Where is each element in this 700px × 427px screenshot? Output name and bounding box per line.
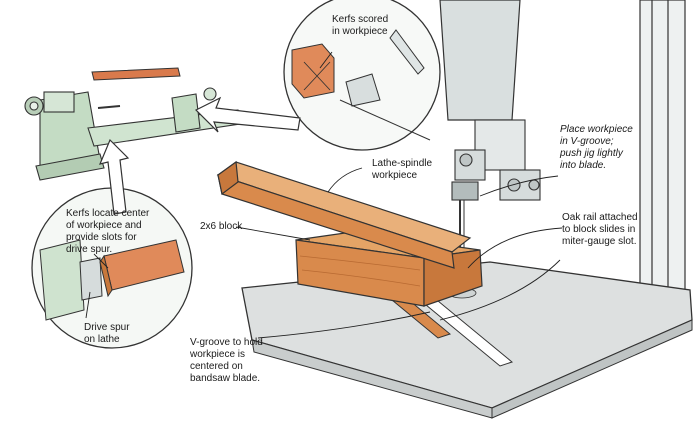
label-v-groove: V-groove to hold workpiece is centered o… <box>190 337 263 384</box>
spindle-workpiece <box>216 160 472 269</box>
label-2x6-block: 2x6 block <box>200 221 243 232</box>
label-drive-spur: Drive spur on lathe <box>84 322 130 345</box>
label-oak-rail: Oak rail attached to block slides in mit… <box>562 212 638 247</box>
bandsaw-frame <box>439 0 686 301</box>
leader-lines <box>85 51 563 339</box>
label-kerfs-locate: Kerfs locate center of workpiece and pro… <box>66 208 150 255</box>
pointer-arrows <box>98 96 301 215</box>
bandsaw-table <box>241 261 693 419</box>
lathe <box>24 87 241 181</box>
small-workpiece <box>91 67 181 81</box>
label-place-workpiece: Place workpiece in V-groove; push jig li… <box>560 124 633 171</box>
inset-kerfs-scored <box>283 0 441 151</box>
inset-drive-spur <box>31 187 193 349</box>
label-lathe-spindle: Lathe-spindle workpiece <box>372 158 433 181</box>
label-kerfs-scored: Kerfs scored in workpiece <box>332 14 389 37</box>
